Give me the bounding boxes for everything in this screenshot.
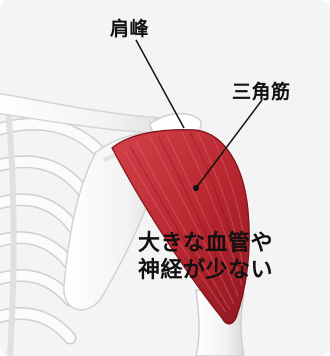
note-line-1: 大きな血管や [138,230,273,257]
deltoid-label: 三角筋 [232,77,291,104]
deltoid-pointer-dot [193,185,199,191]
note-line-2: 神経が少ない [138,257,273,284]
acromion-leader-line [136,40,184,128]
acromion-label: 肩峰 [110,14,149,41]
annotation-note: 大きな血管や 神経が少ない [138,230,273,284]
